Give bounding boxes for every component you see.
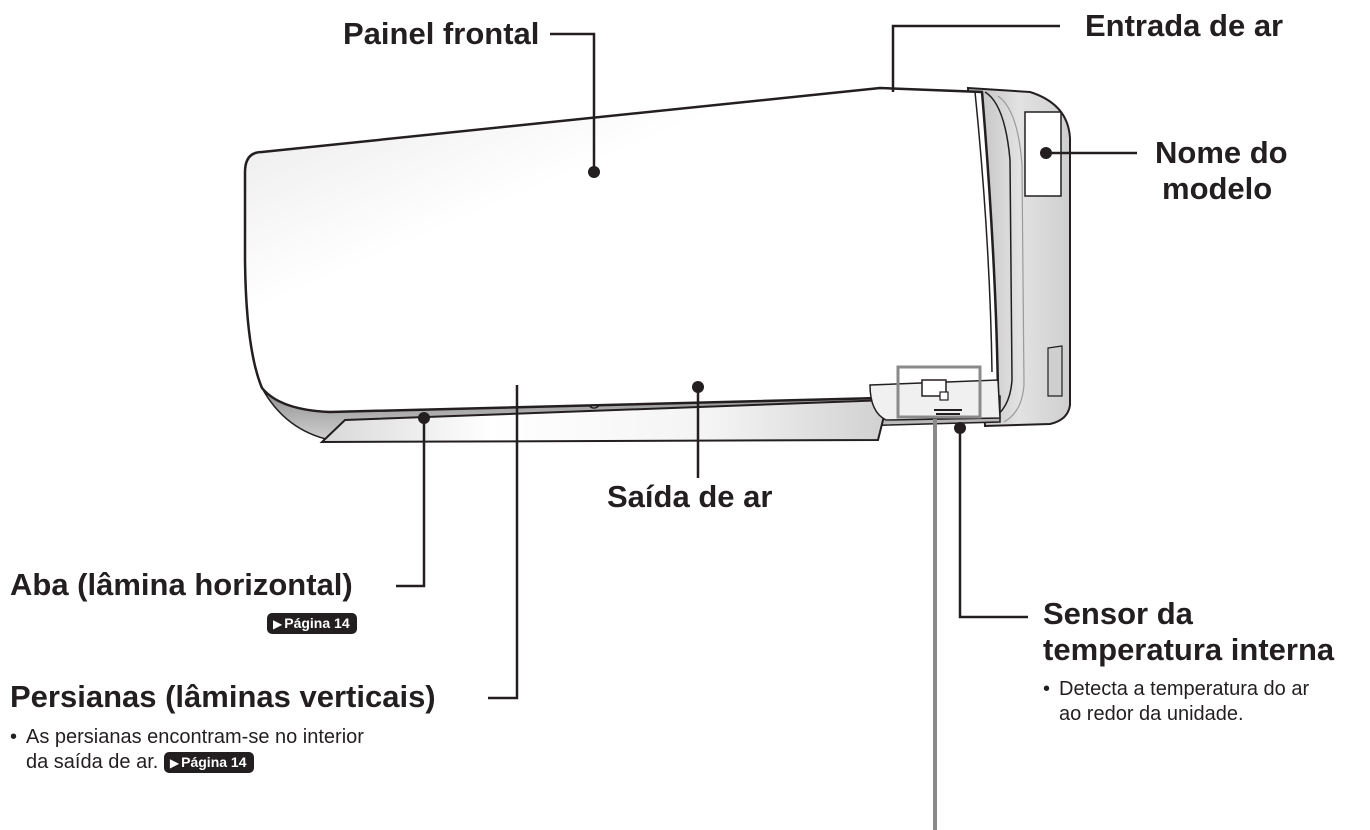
label-air-inlet: Entrada de ar xyxy=(1085,8,1284,43)
note-louvers-text2: da saída de ar. xyxy=(26,751,159,773)
note-louvers-text1: As persianas encontram-se no interior xyxy=(26,726,364,748)
note-temp-sensor-text2: ao redor da unidade. xyxy=(1059,703,1244,725)
label-front-panel: Painel frontal xyxy=(343,16,540,51)
pageref-flap[interactable]: ▶Página 14 xyxy=(267,613,357,634)
note-temp-sensor-line1: • Detecta a temperatura do ar xyxy=(1043,677,1309,702)
bullet-icon: • xyxy=(1043,678,1051,700)
horizontal-flap xyxy=(319,398,890,444)
note-louvers-line1: • As persianas encontram-se no interior xyxy=(10,725,364,750)
unit-side-connector xyxy=(1047,345,1063,397)
note-louvers-line2: da saída de ar. ▶Página 14 xyxy=(26,750,254,775)
leader-lines xyxy=(396,24,1137,700)
label-model-name-line2: modelo xyxy=(1162,171,1273,206)
play-arrow-icon: ▶ xyxy=(273,617,283,631)
pageref-louvers[interactable]: ▶Página 14 xyxy=(163,752,254,774)
note-temp-sensor-text1: Detecta a temperatura do ar xyxy=(1059,678,1310,700)
display-sensor-module xyxy=(869,365,1001,421)
pageref-flap-text: Página 14 xyxy=(284,615,350,631)
label-louvers: Persianas (lâminas verticais) xyxy=(10,679,436,714)
note-temp-sensor-line2: ao redor da unidade. xyxy=(1059,702,1244,727)
label-air-outlet: Saída de ar xyxy=(607,479,773,514)
label-model-name-line1: Nome do xyxy=(1155,135,1288,170)
label-temp-sensor-line1: Sensor da xyxy=(1043,596,1193,631)
play-arrow-icon: ▶ xyxy=(169,756,180,771)
label-flap: Aba (lâmina horizontal) xyxy=(10,567,353,602)
leader-dots xyxy=(418,147,1052,434)
bullet-icon: • xyxy=(10,726,18,748)
front-panel-shape xyxy=(243,86,1000,414)
label-temp-sensor-line2: temperatura interna xyxy=(1043,632,1335,667)
pageref-louvers-text: Página 14 xyxy=(181,754,247,771)
